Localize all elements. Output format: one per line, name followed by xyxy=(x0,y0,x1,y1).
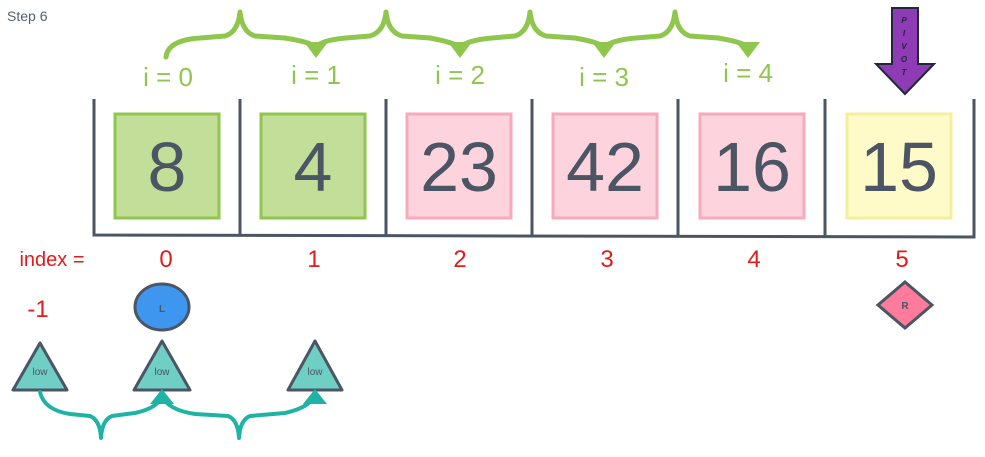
cell-value-4: 16 xyxy=(713,128,791,206)
right-marker: R xyxy=(875,280,935,330)
i-label-0: i = 0 xyxy=(143,62,193,92)
right-marker-label: R xyxy=(901,301,909,312)
cell-box-2 xyxy=(405,112,513,220)
i-label-1: i = 1 xyxy=(291,60,341,90)
pivot-letter-t: T xyxy=(902,68,908,77)
right-marker-diamond xyxy=(875,280,935,330)
index-0: 0 xyxy=(159,246,172,273)
low-label-2: low xyxy=(307,367,323,378)
pivot-letter-i: I xyxy=(903,29,906,38)
index-3: 3 xyxy=(600,246,613,273)
pivot-arrow: P I V O T xyxy=(873,7,937,96)
low-label-0: low xyxy=(32,367,48,378)
cell-value-3: 42 xyxy=(566,128,644,206)
iteration-bracket-0 xyxy=(163,9,319,60)
cell-value-1: 4 xyxy=(294,128,333,206)
step-label: Step 6 xyxy=(7,8,48,24)
array-bracket xyxy=(92,99,976,239)
arrowhead-i4 xyxy=(736,42,760,58)
index-1: 1 xyxy=(307,246,320,273)
left-marker-label: L xyxy=(159,304,165,315)
i-label-3: i = 3 xyxy=(579,62,629,92)
pivot-letter-p: P xyxy=(901,16,907,25)
low-bracket-0 xyxy=(38,390,164,440)
low-arrowhead-1 xyxy=(150,389,174,404)
pivot-arrow-shape xyxy=(873,7,937,96)
cell-box-5 xyxy=(845,112,953,220)
i-label-2: i = 2 xyxy=(435,60,485,90)
cell-box-0 xyxy=(113,112,221,220)
arrowhead-i1 xyxy=(304,42,328,58)
left-marker: L xyxy=(133,282,191,332)
cell-box-4 xyxy=(698,112,806,220)
index-2: 2 xyxy=(453,246,466,273)
cell-value-0: 8 xyxy=(148,128,187,206)
low-triangle-1 xyxy=(132,339,192,392)
array-frame xyxy=(92,99,976,239)
low-triangle-2 xyxy=(286,339,344,392)
low-triangle-0 xyxy=(11,341,69,392)
array-values: 8 4 23 42 16 15 xyxy=(148,128,938,206)
minus-one: -1 xyxy=(27,296,48,323)
low-markers xyxy=(11,339,344,392)
index-row: index = 0 1 2 3 4 5 -1 xyxy=(19,246,908,323)
left-marker-circle xyxy=(133,282,191,332)
cell-box-1 xyxy=(259,112,367,220)
index-prefix: index = xyxy=(19,249,84,271)
iteration-brackets xyxy=(163,9,751,60)
pivot-letter-v: V xyxy=(901,42,907,51)
arrowhead-i3 xyxy=(592,42,616,58)
low-arrowhead-2 xyxy=(303,389,327,404)
i-label-4: i = 4 xyxy=(723,58,773,88)
array-cells xyxy=(113,112,953,220)
low-labels: low low low xyxy=(32,367,323,378)
index-5: 5 xyxy=(895,246,908,273)
iteration-bracket-2 xyxy=(457,9,607,50)
iteration-arrowheads xyxy=(304,42,760,58)
cell-box-3 xyxy=(551,112,659,220)
low-brackets xyxy=(38,390,317,440)
low-bracket-1 xyxy=(160,394,317,440)
pivot-letter-o: O xyxy=(901,55,908,64)
iteration-bracket-3 xyxy=(601,9,751,50)
i-labels: i = 0 i = 1 i = 2 i = 3 i = 4 xyxy=(143,58,773,92)
low-label-1: low xyxy=(154,367,170,378)
iteration-bracket-1 xyxy=(313,9,463,50)
cell-value-2: 23 xyxy=(420,128,498,206)
cell-value-5: 15 xyxy=(860,128,938,206)
low-arrowheads xyxy=(150,389,327,404)
arrowhead-i2 xyxy=(448,42,472,58)
index-4: 4 xyxy=(747,246,760,273)
